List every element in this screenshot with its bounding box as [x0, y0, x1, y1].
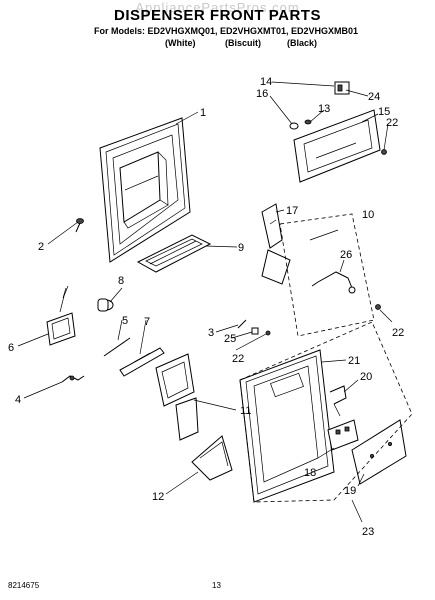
switch-8 — [97, 298, 114, 312]
callout-12: 12 — [152, 491, 164, 503]
callout-2: 2 — [38, 241, 44, 253]
switch-board — [327, 419, 359, 451]
callout-17: 17 — [286, 205, 298, 217]
models-line: For Models: ED2VHGXMQ01, ED2VHGXMT01, ED… — [94, 26, 359, 36]
screw-22-right — [375, 304, 381, 310]
footer-page-number: 13 — [212, 581, 221, 590]
pin-5 — [103, 337, 131, 357]
drip-tray — [136, 234, 212, 273]
variant-white: (White) — [165, 38, 196, 48]
callout-9: 9 — [238, 242, 244, 254]
callout-13: 13 — [318, 103, 330, 115]
callout-1: 1 — [200, 107, 206, 119]
callout-7: 7 — [144, 316, 150, 328]
callout-18: 18 — [304, 467, 316, 479]
callout-8: 8 — [118, 275, 124, 287]
callout-25: 25 — [224, 333, 236, 345]
callout-10: 10 — [362, 209, 374, 221]
callout-24: 24 — [368, 91, 380, 103]
group-23-outline — [239, 321, 413, 503]
ice-funnel — [191, 435, 233, 481]
control-module — [293, 109, 387, 183]
footer-part-number: 8214675 — [8, 581, 40, 590]
callout-21: 21 — [348, 355, 360, 367]
housing-frame — [99, 117, 191, 263]
callout-23: 23 — [362, 526, 374, 538]
lamp-parts — [289, 81, 350, 130]
callout-19: 19 — [344, 485, 356, 497]
callout-4: 4 — [15, 394, 21, 406]
callout-11: 11 — [240, 405, 251, 417]
funnel-bracket — [155, 353, 199, 441]
leader-lines — [17, 81, 393, 523]
callout-14: 14 — [260, 76, 272, 88]
page-title: DISPENSER FRONT PARTS — [114, 7, 321, 24]
group-10-outline — [279, 213, 375, 337]
callout-6: 6 — [8, 342, 14, 354]
chute-door — [261, 203, 291, 285]
variant-biscuit: (Biscuit) — [225, 38, 261, 48]
callout-15: 15 — [378, 106, 390, 118]
screw-2 — [75, 218, 84, 233]
wire-harness — [329, 385, 347, 417]
callout-22-bottom: 22 — [232, 353, 244, 365]
callout-3: 3 — [208, 327, 214, 339]
callout-22-top: 22 — [386, 117, 398, 129]
cover-19 — [351, 419, 407, 485]
front-panel — [239, 349, 335, 503]
actuator-pad — [46, 285, 76, 346]
watermark: AppliancePartsPros.com — [135, 0, 300, 15]
callout-20: 20 — [360, 371, 372, 383]
variant-black: (Black) — [287, 38, 318, 48]
lever-26 — [311, 271, 356, 294]
spring-clip — [61, 375, 85, 383]
lever-arm — [119, 347, 165, 377]
callout-26: 26 — [340, 249, 352, 261]
callout-16: 16 — [256, 88, 268, 100]
callout-5: 5 — [122, 315, 128, 327]
pins-3-25 — [237, 319, 271, 336]
callout-22-right: 22 — [392, 327, 404, 339]
